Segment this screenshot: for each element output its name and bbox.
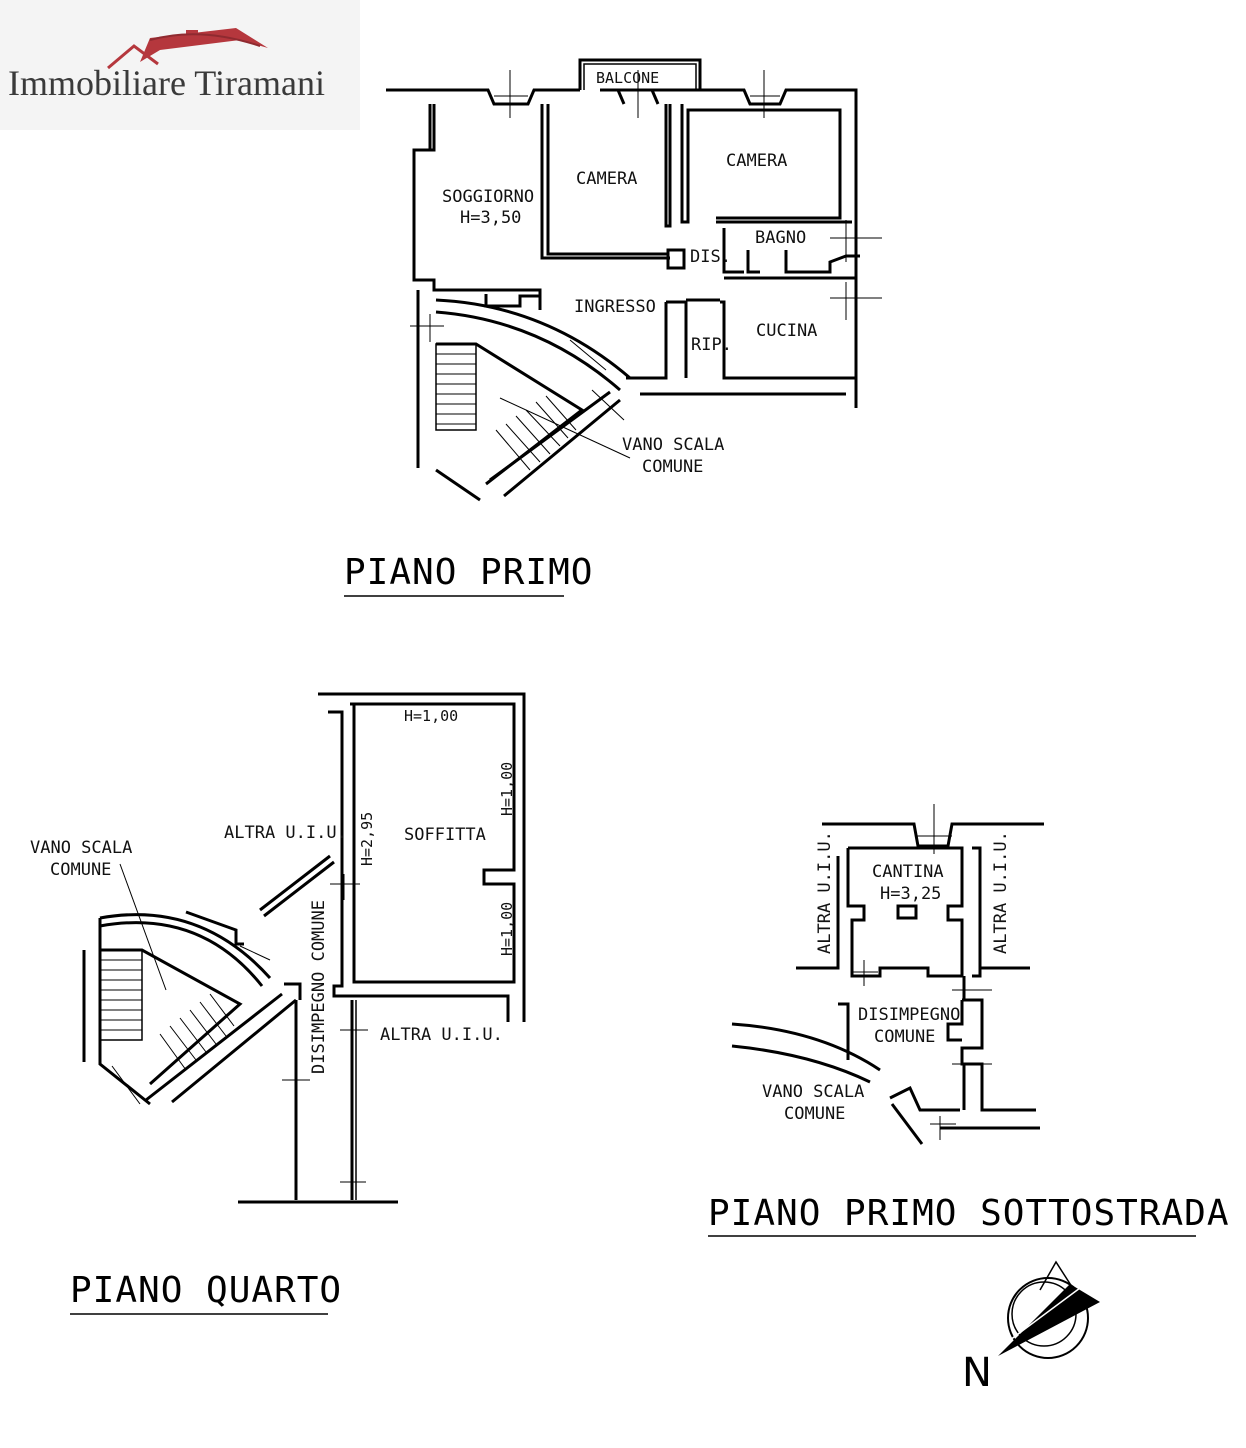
room-label-soffitta: SOFFITTA xyxy=(404,825,486,845)
room-label-vano-scala-primo: VANO SCALA xyxy=(622,435,724,455)
room-label-balcone: BALCONE xyxy=(596,69,659,87)
floor-title-primo: PIANO PRIMO xyxy=(344,552,593,593)
room-label-disimpegno-quarto: DISIMPEGNO COMUNE xyxy=(309,900,329,1074)
walls-piano-quarto xyxy=(82,692,526,1204)
room-label-bagno: BAGNO xyxy=(755,228,806,248)
plan-piano-quarto: H=1,00 H=1,00 H=1,00 H=2,95 SOFFITTA ALT… xyxy=(30,692,526,1315)
room-label-rip: RIP. xyxy=(691,335,732,355)
room-label-dis: DIS. xyxy=(690,247,731,267)
room-label-soggiorno: SOGGIORNO xyxy=(442,187,534,207)
room-label-comune-primo: COMUNE xyxy=(642,457,703,477)
room-label-altra-uiu-top-quarto: ALTRA U.I.U. xyxy=(224,823,347,843)
room-label-vano-scala-sottostrada: VANO SCALA xyxy=(762,1082,864,1102)
walls-piano-primo xyxy=(386,58,860,502)
walls-piano-sottostrada xyxy=(731,822,1044,1145)
door-marks-quarto xyxy=(282,874,368,1183)
room-label-comune-vano-scala-sottostrada: COMUNE xyxy=(784,1104,845,1124)
stair-treads-quarto xyxy=(100,863,271,1105)
room-label-disimpegno-sottostrada: DISIMPEGNO xyxy=(858,1005,960,1025)
label-h-right-bottom-quarto: H=1,00 xyxy=(498,902,516,956)
room-label-ingresso: INGRESSO xyxy=(574,297,656,317)
label-h-left-quarto: H=2,95 xyxy=(358,812,376,866)
label-h-top-quarto: H=1,00 xyxy=(404,707,458,725)
room-label-vano-scala-quarto: VANO SCALA xyxy=(30,838,132,858)
logo-background xyxy=(0,0,360,130)
room-label-altra-uiu-right: ALTRA U.I.U. xyxy=(991,831,1011,954)
door-marks-sottostrada xyxy=(852,804,992,1140)
plan-piano-sottostrada: CANTINA H=3,25 ALTRA U.I.U. ALTRA U.I.U.… xyxy=(708,804,1230,1237)
room-label-camera-1: CAMERA xyxy=(576,169,637,189)
logo-text: Immobiliare Tiramani xyxy=(8,63,325,103)
floor-title-quarto: PIANO QUARTO xyxy=(70,1270,342,1311)
north-arrow-icon xyxy=(998,1260,1100,1359)
company-logo: Immobiliare Tiramani xyxy=(0,0,360,130)
room-label-comune-disimpegno-sottostrada: COMUNE xyxy=(874,1027,935,1047)
house-roof-icon xyxy=(107,28,268,70)
room-label-altra-uiu-bottom-quarto: ALTRA U.I.U. xyxy=(380,1025,503,1045)
label-h-right-top-quarto: H=1,00 xyxy=(498,762,516,816)
windows-primo xyxy=(410,70,882,421)
plan-piano-primo: BALCONE SOGGIORNO H=3,50 CAMERA CAMERA B… xyxy=(344,58,882,597)
room-label-cantina: CANTINA xyxy=(872,862,944,882)
room-height-cantina: H=3,25 xyxy=(880,884,941,904)
room-label-comune-quarto: COMUNE xyxy=(50,860,111,880)
room-label-camera-2: CAMERA xyxy=(726,151,787,171)
north-label: N xyxy=(962,1350,992,1396)
room-label-altra-uiu-left: ALTRA U.I.U. xyxy=(815,831,835,954)
stair-treads-primo xyxy=(436,353,631,471)
room-height-soggiorno: H=3,50 xyxy=(460,208,521,228)
floor-title-sottostrada: PIANO PRIMO SOTTOSTRADA xyxy=(708,1193,1230,1234)
room-label-cucina: CUCINA xyxy=(756,321,817,341)
